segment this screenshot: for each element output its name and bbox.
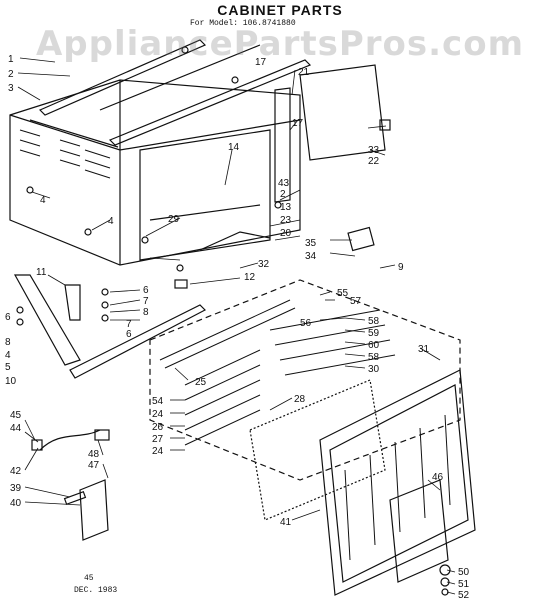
- callout-41: 41: [280, 517, 292, 528]
- louver-blades: [159, 299, 396, 446]
- callout-6: 6: [5, 312, 11, 323]
- callout-8: 8: [143, 307, 149, 318]
- control-door: [389, 479, 449, 583]
- callout-10: 10: [5, 376, 17, 387]
- callout-7: 7: [126, 319, 132, 330]
- callout-45: 45: [10, 410, 22, 421]
- model-number: For Model: 106.8741880: [190, 19, 296, 28]
- callout-57: 57: [350, 296, 362, 307]
- callout-17: 17: [292, 118, 304, 129]
- callout-59: 59: [368, 328, 380, 339]
- callout-31: 31: [418, 344, 430, 355]
- side-channel: [274, 87, 291, 203]
- diagram-title: CABINET PARTS: [217, 2, 343, 18]
- screws: [16, 46, 282, 326]
- top-rail-back: [108, 59, 312, 146]
- callout-34: 34: [305, 251, 317, 262]
- callout-30: 30: [368, 364, 380, 375]
- callout-55: 55: [337, 288, 349, 299]
- power-cord: [39, 429, 101, 451]
- callout-51: 51: [458, 579, 470, 590]
- callout-23: 23: [280, 215, 292, 226]
- strain-relief: [63, 490, 87, 506]
- bracket-35: [347, 226, 375, 252]
- front-grille: [319, 369, 476, 596]
- air-filter: [249, 379, 386, 521]
- callout-52: 52: [458, 590, 470, 600]
- angle-bracket-11: [64, 284, 81, 321]
- support-bracket: [13, 274, 81, 366]
- knob-50: [439, 564, 451, 576]
- callout-4: 4: [5, 350, 11, 361]
- callout-17: 17: [255, 57, 267, 68]
- callout-32: 32: [258, 259, 270, 270]
- terminal-block: [174, 279, 188, 289]
- callout-22: 22: [368, 156, 380, 167]
- callout-9: 9: [398, 262, 404, 273]
- callout-13: 13: [280, 202, 292, 213]
- wire-harness: [199, 231, 271, 251]
- callout-47: 47: [88, 460, 100, 471]
- callout-40: 40: [10, 498, 22, 509]
- callout-56: 56: [300, 318, 312, 329]
- knob-51: [440, 577, 450, 587]
- callout-29: 29: [168, 214, 180, 225]
- top-rail-front: [38, 39, 207, 116]
- callout-58: 58: [368, 352, 380, 363]
- callout-27: 27: [152, 434, 164, 445]
- cord-cover: [79, 479, 109, 541]
- callout-6: 6: [126, 329, 132, 340]
- callout-50: 50: [458, 567, 470, 578]
- clip-33: [379, 119, 391, 131]
- callout-60: 60: [368, 340, 380, 351]
- callout-21: 21: [298, 67, 310, 78]
- callout-4: 4: [40, 195, 46, 206]
- callout-44: 44: [10, 423, 22, 434]
- cord-label: [94, 429, 110, 441]
- callout-2: 2: [280, 189, 286, 200]
- callout-42: 42: [10, 466, 22, 477]
- callout-11: 11: [36, 267, 47, 278]
- louver-assembly-outline: [149, 279, 461, 481]
- callout-6: 6: [143, 285, 149, 296]
- callout-1: 1: [8, 54, 14, 65]
- callout-58: 58: [368, 316, 380, 327]
- callout-3: 3: [8, 83, 14, 94]
- cabinet-louvers: [19, 129, 111, 179]
- callout-43: 43: [278, 178, 290, 189]
- cabinet-shell: [9, 79, 301, 266]
- callout-46: 46: [432, 472, 444, 483]
- callout-54: 54: [152, 396, 164, 407]
- callout-26: 26: [152, 422, 164, 433]
- sill-rail: [69, 304, 207, 379]
- callout-4: 4: [108, 216, 114, 227]
- page-number: 45: [84, 574, 94, 583]
- callout-33: 33: [368, 145, 380, 156]
- callout-48: 48: [88, 449, 100, 460]
- callout-24: 24: [152, 446, 164, 457]
- callout-35: 35: [305, 238, 317, 249]
- callout-12: 12: [244, 272, 256, 283]
- callout-24: 24: [152, 409, 164, 420]
- callout-8: 8: [5, 337, 11, 348]
- callout-28: 28: [294, 394, 306, 405]
- callout-20: 20: [280, 228, 292, 239]
- callout-39: 39: [10, 483, 22, 494]
- rear-filter-panel: [299, 64, 386, 161]
- callout-5: 5: [5, 362, 11, 373]
- callout-7: 7: [143, 296, 149, 307]
- callout-2: 2: [8, 69, 14, 80]
- callout-14: 14: [228, 142, 240, 153]
- revision-date: DEC. 1983: [74, 586, 118, 595]
- callout-25: 25: [195, 377, 207, 388]
